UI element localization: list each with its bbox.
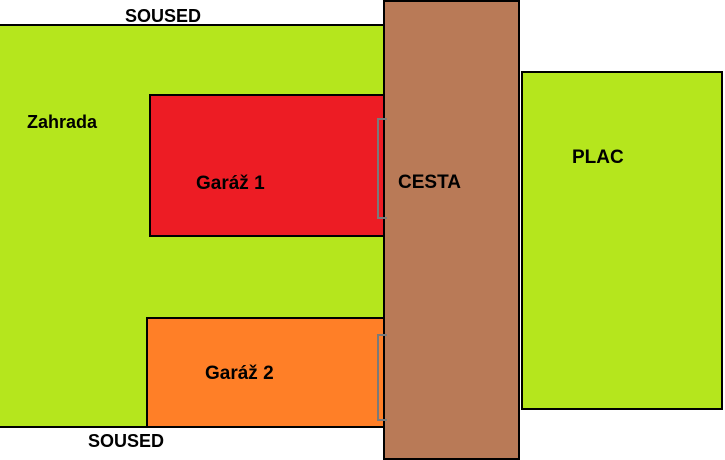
garage-1 bbox=[149, 94, 386, 237]
garage-2 bbox=[146, 317, 386, 428]
road-label: CESTA bbox=[398, 172, 461, 193]
neighbor-top-label: SOUSED bbox=[125, 6, 202, 26]
plot-label: PLAC bbox=[572, 147, 624, 168]
garage-2-door bbox=[377, 334, 387, 421]
plot-area bbox=[521, 71, 723, 410]
garage-1-label: Garáž 1 bbox=[196, 173, 265, 194]
garage-2-label: Garáž 2 bbox=[205, 363, 274, 384]
neighbor-bottom-label: SOUSED bbox=[88, 431, 165, 451]
road bbox=[383, 0, 520, 460]
garage-1-door bbox=[377, 118, 387, 219]
garden-label: Zahrada bbox=[27, 112, 98, 132]
